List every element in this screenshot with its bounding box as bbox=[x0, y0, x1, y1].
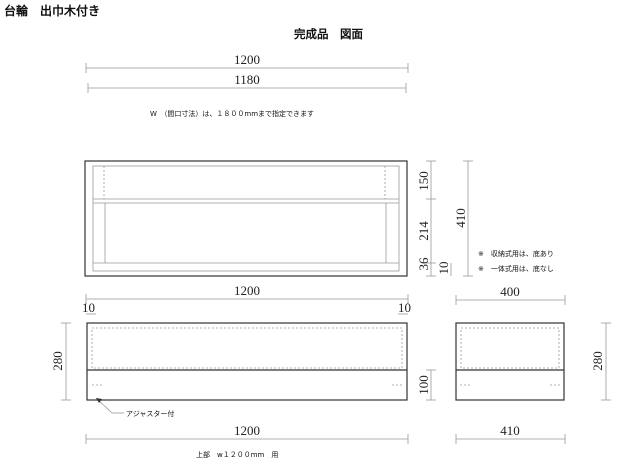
dim-middle-height: 214 bbox=[416, 221, 431, 241]
top-dimension-1200: 1200 bbox=[85, 52, 409, 73]
adjuster-arrow-icon bbox=[96, 398, 102, 403]
front-view-cabinet bbox=[84, 160, 408, 277]
top-dimension-1180: 1180 bbox=[87, 72, 407, 93]
dim-side-height: 280 bbox=[590, 351, 605, 371]
base-side-view: 400 280 410 bbox=[455, 284, 611, 444]
note-storage-type: ※ 収納式用は、底あり bbox=[478, 249, 554, 258]
width-note: W （間口寸法）は、１８００mmまで指定できます bbox=[150, 109, 314, 118]
base-caption: 上部 w１２００mm 用 bbox=[196, 450, 278, 459]
dim-side-depth-top: 400 bbox=[500, 284, 520, 299]
dim-overall-width: 1200 bbox=[234, 52, 260, 67]
dim-side-depth-bottom: 410 bbox=[500, 423, 520, 438]
dim-bottom-height: 36 bbox=[416, 257, 431, 271]
dim-base-height: 280 bbox=[50, 351, 65, 371]
dim-total-height: 410 bbox=[453, 208, 468, 228]
dim-front-width: 1200 bbox=[234, 283, 260, 298]
dim-small-10: 10 bbox=[436, 262, 451, 275]
front-width-dimension: 1200 bbox=[85, 283, 409, 304]
dim-right-offset: 10 bbox=[398, 300, 411, 315]
dim-left-offset: 10 bbox=[82, 300, 95, 315]
front-view-height-dims: 150 214 36 10 410 bbox=[416, 160, 473, 277]
drawing-subtitle: 完成品 図面 bbox=[294, 27, 363, 41]
dim-upper-height: 150 bbox=[416, 171, 431, 191]
dim-plinth-height: 100 bbox=[416, 375, 431, 395]
note-integrated-type: ※ 一体式用は、底なし bbox=[478, 264, 554, 273]
drawing-title: 台輪 出巾木付き bbox=[4, 3, 100, 18]
base-front-view: 10 10 280 100 アジャスター付 1200 上部 w１２００mm 用 bbox=[50, 300, 436, 459]
dim-inner-width: 1180 bbox=[234, 72, 260, 87]
dim-base-width: 1200 bbox=[234, 423, 260, 438]
adjuster-label: アジャスター付 bbox=[126, 409, 174, 418]
